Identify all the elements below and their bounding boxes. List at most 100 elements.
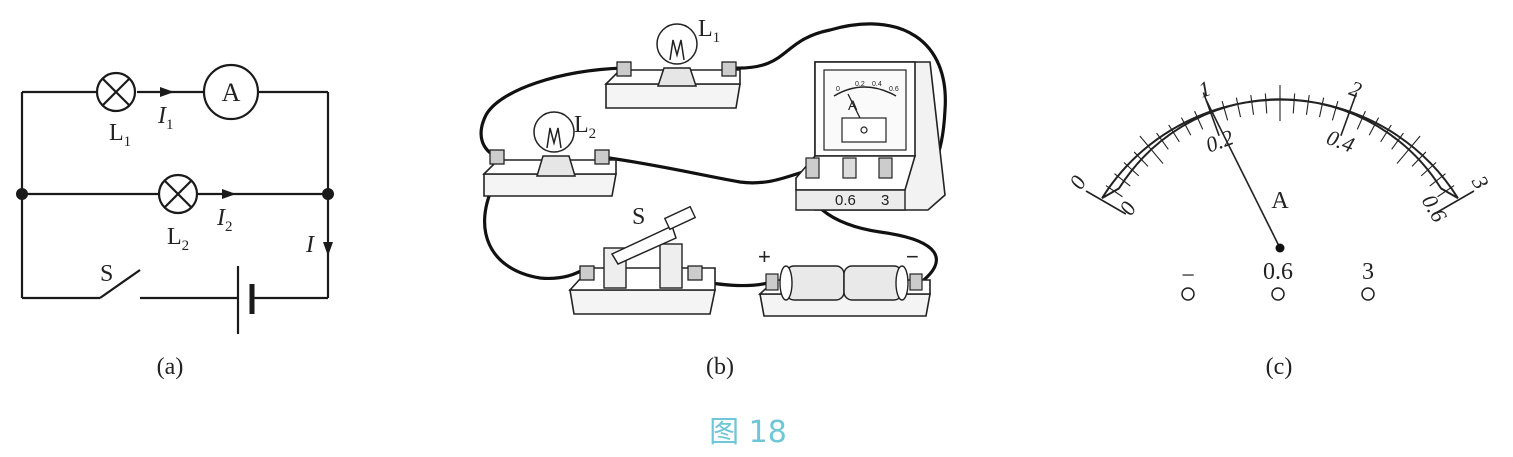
caption-b: (b) [706, 354, 734, 380]
ammeter-dial-c: 0 1 2 3 0 0.2 0.4 0.6 A − 0.6 3 (c) [1064, 75, 1494, 380]
dial-needle [1205, 99, 1281, 249]
scale-ticks [1085, 85, 1475, 215]
label-i: I [305, 232, 315, 258]
scale-tick [1396, 135, 1421, 164]
scale-tick [1368, 117, 1380, 136]
lower-scale-06: 0.6 [1417, 190, 1452, 226]
circuit-diagram-a: A L1 I1 L2 I2 I S (a) [16, 63, 334, 380]
scale-tick [1194, 110, 1204, 130]
scale-tick [1429, 173, 1446, 187]
wiring-picture-b: L1 L2 A 0 0.2 0 [479, 16, 947, 380]
mini-scale-02: 0.2 [855, 81, 865, 88]
cable-l1-l2 [479, 66, 626, 159]
needle-pivot [1275, 243, 1285, 253]
scale-tick [1340, 92, 1358, 137]
upper-scale-0: 0 [1064, 171, 1091, 193]
ammeter-symbol: A [202, 63, 260, 121]
scale-tick [1085, 190, 1127, 215]
i2-arrow [222, 189, 236, 199]
scale-tick [1156, 132, 1169, 150]
dial-unit-a: A [1271, 188, 1289, 214]
label-l2: L2 [167, 224, 189, 254]
scale-tick [1305, 94, 1310, 115]
meter-label-3: 3 [881, 192, 889, 209]
l1-terminal-left [616, 61, 632, 77]
i1-arrow [160, 87, 174, 97]
scale-tick [1331, 100, 1339, 121]
terminal-label-minus: − [1181, 263, 1195, 289]
scale-tick [1202, 92, 1220, 137]
junction-left [16, 188, 28, 200]
switch-blade [99, 269, 141, 299]
terminal-label-3: 3 [1362, 259, 1374, 285]
battery-terminal-plus [765, 273, 779, 291]
scale-tick [1221, 100, 1229, 121]
scale-tick [1264, 93, 1268, 114]
caption-a: (a) [157, 354, 184, 380]
battery-plus-sign: + [758, 244, 771, 269]
mini-meter-a: A [848, 97, 858, 113]
meter-terminal-06 [842, 157, 857, 179]
scale-tick [1356, 110, 1366, 130]
cable-l2-switch [483, 178, 588, 281]
terminal-label-06: 0.6 [1263, 259, 1293, 285]
l2-terminal-right [594, 149, 610, 165]
upper-scale-1: 1 [1195, 75, 1214, 102]
scale-tick [1411, 151, 1427, 167]
scale-tick [1437, 185, 1455, 198]
lower-scale-0: 0 [1114, 197, 1141, 219]
label-i2: I2 [216, 205, 233, 235]
scale-tick [1123, 162, 1140, 177]
scale-tick [1235, 97, 1242, 118]
battery-minus-sign: − [906, 244, 919, 269]
label-b-l1: L1 [698, 16, 720, 46]
mini-scale-0: 0 [836, 86, 840, 93]
upper-scale-3: 3 [1466, 170, 1494, 193]
lamp-l1-board [604, 23, 741, 109]
scale-tick [1114, 173, 1131, 187]
scale-tick [1133, 151, 1149, 167]
l1-terminal-right [721, 61, 737, 77]
ammeter-letter: A [222, 78, 241, 107]
lower-scale-04: 0.4 [1323, 125, 1357, 158]
scale-tick [1250, 94, 1255, 115]
lamp-l1-symbol [95, 71, 137, 113]
caption-c: (c) [1266, 354, 1293, 380]
battery-holder [757, 265, 931, 317]
upper-scale-2: 2 [1346, 75, 1365, 102]
scale-tick [1420, 162, 1437, 177]
switch-terminal-right [687, 265, 703, 281]
meter-terminal-3 [878, 157, 893, 179]
scale-tick [1139, 135, 1164, 164]
scale-tick [1380, 124, 1392, 143]
knife-switch [568, 205, 716, 315]
scale-tick [1318, 97, 1325, 118]
meter-label-06: 0.6 [835, 192, 856, 209]
label-l1: L1 [109, 120, 131, 150]
lamp-l2-symbol [157, 173, 199, 215]
scale-tick [1433, 190, 1475, 215]
scale-tick [1168, 124, 1180, 143]
figure-title: 图 18 [709, 415, 787, 450]
meter-terminal-minus [805, 157, 820, 179]
cable-l2-meter06 [600, 155, 812, 185]
battery-terminal-minus [909, 273, 923, 291]
label-switch-s: S [100, 261, 113, 287]
mini-scale-04: 0.4 [872, 81, 882, 88]
scale-tick [1292, 93, 1296, 114]
terminal-06 [1271, 287, 1285, 301]
terminal-3 [1361, 287, 1375, 301]
scale-tick [1105, 185, 1123, 198]
l2-terminal-left [489, 149, 505, 165]
label-b-switch: S [632, 204, 645, 230]
mini-scale-06: 0.6 [889, 86, 899, 93]
label-b-l2: L2 [574, 112, 596, 142]
label-i1: I1 [157, 103, 174, 133]
switch-terminal-left [579, 265, 595, 281]
junction-right [322, 188, 334, 200]
scale-tick [1180, 117, 1192, 136]
lamp-l2-board [482, 111, 617, 197]
i-arrow [323, 242, 333, 256]
scale-tick [1391, 132, 1404, 150]
